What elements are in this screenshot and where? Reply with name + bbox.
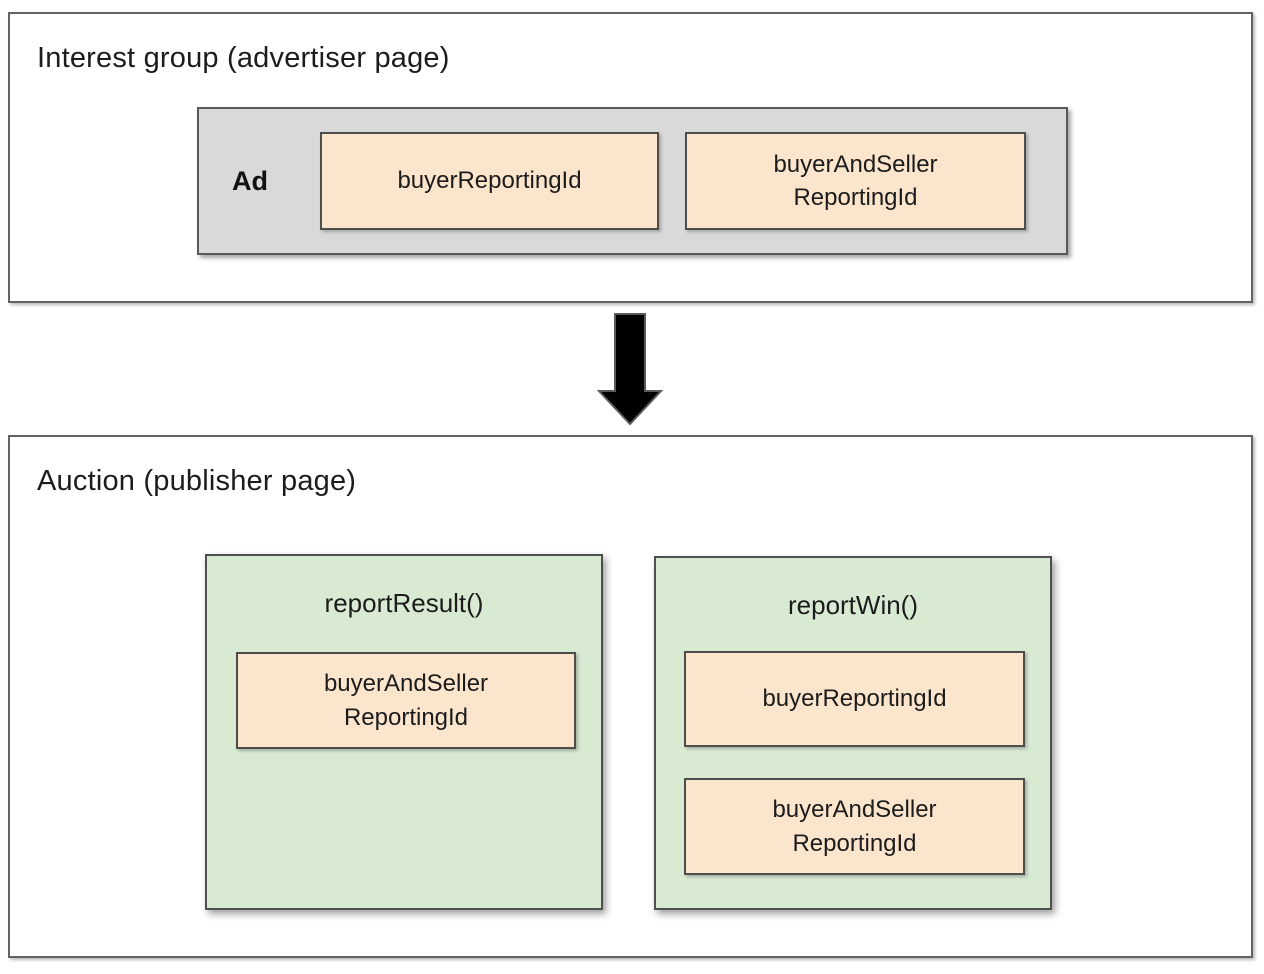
field-buyer-and-seller-reporting-id: buyerAndSeller ReportingId: [684, 778, 1025, 875]
auction-panel: Auction (publisher page) reportResult() …: [8, 435, 1253, 958]
report-result-box: reportResult() buyerAndSeller ReportingI…: [205, 554, 603, 910]
report-win-name: reportWin(): [787, 590, 918, 620]
down-arrow-icon: [596, 313, 664, 426]
field-buyer-and-seller-reporting-id: buyerAndSeller ReportingId: [236, 652, 576, 749]
report-win-box: reportWin() buyerReportingId buyerAndSel…: [654, 556, 1052, 910]
field-buyer-and-seller-reporting-id: buyerAndSeller ReportingId: [685, 132, 1026, 230]
interest-group-panel: Interest group (advertiser page) Ad buye…: [8, 12, 1253, 303]
field-buyer-reporting-id: buyerReportingId: [320, 132, 659, 230]
field-buyer-reporting-id: buyerReportingId: [684, 651, 1025, 747]
interest-group-title: Interest group (advertiser page): [37, 42, 450, 74]
ad-label: Ad: [232, 165, 268, 196]
auction-title: Auction (publisher page): [37, 465, 357, 497]
report-result-name: reportResult(): [324, 588, 484, 618]
ad-container: Ad buyerReportingId buyerAndSeller Repor…: [197, 107, 1068, 255]
